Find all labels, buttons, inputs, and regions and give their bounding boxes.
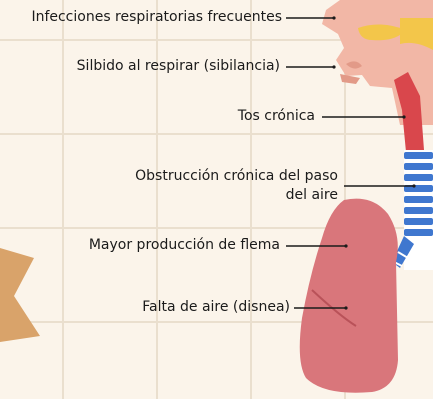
label-falta-de-aire: Falta de aire (disnea) — [142, 299, 290, 315]
ribbon-decoration — [0, 248, 40, 342]
label-obstruccion-line2: del aire — [285, 187, 338, 203]
throat — [394, 72, 424, 152]
left-lung — [299, 198, 398, 393]
label-obstruccion-cronica: Obstrucción crónica del paso del aire — [108, 167, 338, 205]
label-produccion-de-flema: Mayor producción de flema — [88, 237, 280, 253]
leader-dots — [332, 16, 416, 310]
label-tos-cronica: Tos crónica — [237, 108, 315, 124]
leader-lines — [286, 17, 414, 309]
label-silbido-al-respirar: Silbido al respirar (sibilancia) — [76, 58, 280, 74]
label-obstruccion-line1: Obstrucción crónica del paso — [135, 168, 338, 184]
label-infecciones-respiratorias: Infecciones respiratorias frecuentes — [31, 9, 282, 25]
trachea — [392, 150, 433, 270]
